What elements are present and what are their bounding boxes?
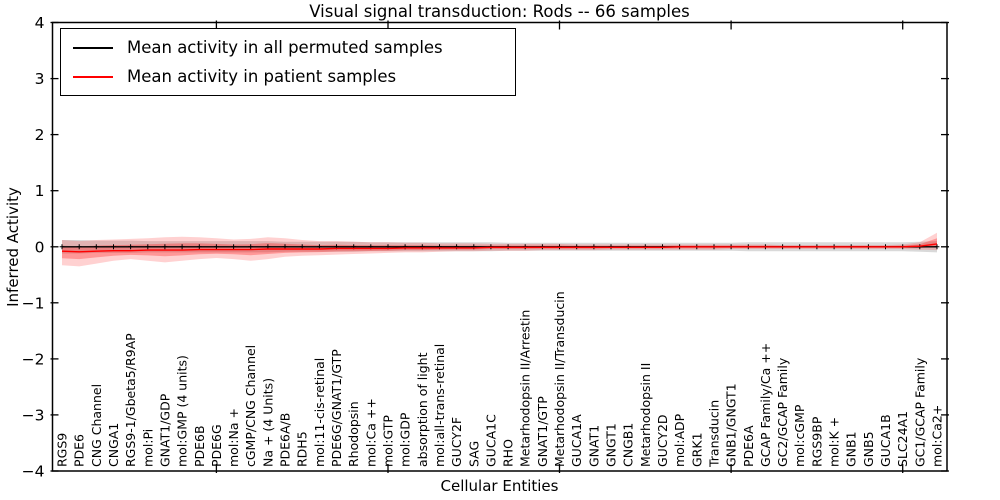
entity-label: GNB1	[844, 431, 859, 467]
entity-label: Transducin	[707, 400, 722, 468]
y-tick-label: 0	[35, 238, 45, 256]
entity-label: Metarhodopsin II/Arrestin	[518, 310, 533, 467]
entity-label: GNAT1/GTP	[535, 396, 550, 467]
entity-label: CNGA1	[106, 423, 121, 467]
entity-label: Metarhodopsin II/Transducin	[552, 291, 567, 467]
entity-label: RGS9BP	[809, 416, 824, 467]
entity-label: PDE6A	[741, 425, 756, 467]
entity-label: CNG Channel	[89, 384, 104, 467]
entity-label: Metarhodopsin II	[638, 363, 653, 467]
entity-label: mol:all-trans-retinal	[432, 344, 447, 467]
y-tick-label: 1	[35, 182, 45, 200]
entity-label: SAG	[466, 441, 481, 467]
entity-label: RHO	[501, 439, 516, 467]
line-patient	[61, 243, 938, 253]
entity-label: GNB1/GNGT1	[724, 383, 739, 467]
band-patient-inner	[62, 238, 937, 260]
entity-label: CNGB1	[621, 423, 636, 467]
entity-label: GRK1	[689, 432, 704, 467]
x-axis-label: Cellular Entities	[440, 477, 559, 495]
entity-label: mol:GDP	[398, 412, 413, 467]
y-tick-label: −3	[22, 406, 45, 424]
y-tick-label: 2	[35, 126, 45, 144]
entity-label: mol:Ca2+	[930, 405, 945, 467]
entity-label: RDH5	[295, 431, 310, 467]
entity-label: GUCA1B	[878, 414, 893, 467]
y-tick-label: 3	[35, 70, 45, 88]
entity-label: SLC24A1	[895, 411, 910, 467]
y-tick-label: −1	[22, 294, 45, 312]
entity-label: RGS9	[55, 433, 70, 467]
entity-label: PDE6A/B	[278, 413, 293, 467]
entity-label: GC2/GCAP Family	[775, 357, 790, 467]
entity-label: PDE6G	[209, 424, 224, 467]
entity-label: mol:11-cis-retinal	[312, 358, 327, 467]
entity-label: Na + (4 Units)	[260, 378, 275, 467]
entity-label: mol:Na +	[226, 408, 241, 467]
entity-label: GC1/GCAP Family	[912, 357, 927, 467]
chart-title: Visual signal transduction: Rods -- 66 s…	[309, 2, 690, 21]
entity-label: RGS9-1/Gbeta5/R9AP	[123, 333, 138, 467]
y-tick-label: −4	[22, 463, 45, 481]
legend-label-permuted: Mean activity in all permuted samples	[127, 38, 443, 57]
entity-label: GUCY2F	[449, 417, 464, 467]
entity-label: absorption of light	[415, 352, 430, 467]
y-tick-label: −2	[22, 350, 45, 368]
legend: Mean activity in all permuted samples Me…	[60, 28, 516, 96]
entity-label: Rhodopsin	[346, 401, 361, 467]
entity-label: mol:GMP (4 units)	[175, 355, 190, 467]
entity-label: mol:Pi	[140, 429, 155, 467]
entity-label: mol:ADP	[672, 413, 687, 467]
entity-label: GUCY2D	[655, 414, 670, 467]
entity-label: mol:Ca ++	[363, 398, 378, 467]
entity-label: cGMP/CNG Channel	[243, 345, 258, 467]
entity-label: GNAT1	[586, 425, 601, 467]
entity-label: mol:GTP	[381, 415, 396, 467]
entity-label: PDE6	[72, 434, 87, 467]
legend-line-permuted-icon	[73, 46, 113, 49]
entity-label: GNAT1/GDP	[157, 393, 172, 467]
legend-row-permuted: Mean activity in all permuted samples	[73, 38, 503, 57]
y-tick-label: 4	[35, 14, 45, 32]
entity-label: GUCA1A	[569, 414, 584, 467]
legend-row-patient: Mean activity in patient samples	[73, 67, 503, 86]
entity-label: PDE6B	[192, 425, 207, 467]
entity-label: GNB5	[861, 431, 876, 467]
entity-label: GNGT1	[604, 423, 619, 467]
legend-line-patient-icon	[73, 75, 113, 78]
band-patient-outer	[62, 232, 937, 267]
entity-label: mol:K +	[827, 417, 842, 467]
entity-label: GUCA1C	[483, 414, 498, 467]
entity-label: mol:cGMP	[792, 404, 807, 467]
legend-label-patient: Mean activity in patient samples	[127, 67, 397, 86]
entity-label: GCAP Family/Ca ++	[758, 343, 773, 467]
entity-label: PDE6G/GNAT1/GTP	[329, 349, 344, 467]
